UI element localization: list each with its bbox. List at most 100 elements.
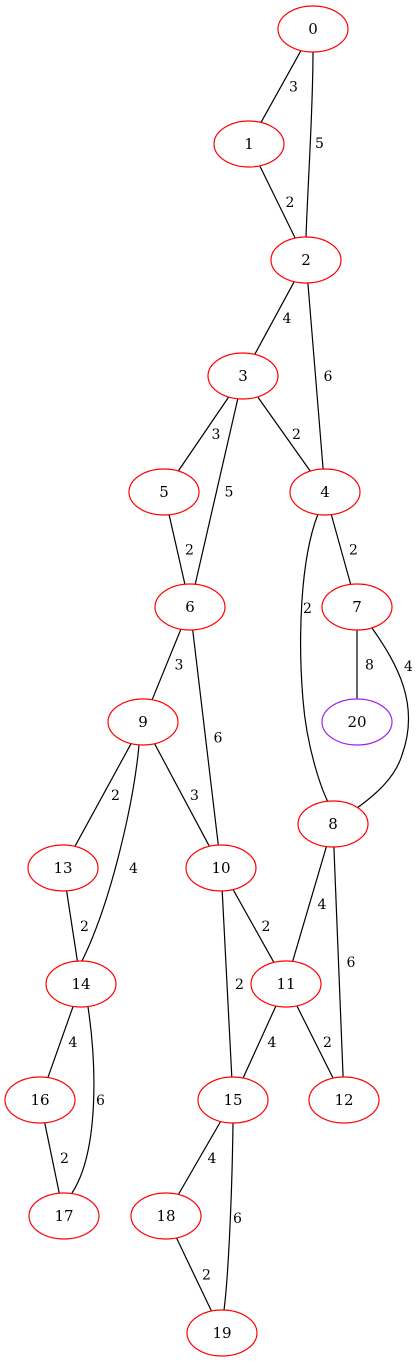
edge-5-6: [168, 514, 186, 585]
edge-weight-4-8: 2: [303, 601, 312, 617]
edge-8-12: [333, 846, 344, 1078]
node-12: 12: [308, 1076, 380, 1124]
node-13-ellipse: [27, 844, 99, 892]
node-8-label: 8: [328, 815, 338, 833]
node-16-ellipse: [4, 1076, 76, 1124]
edge-weight-11-12: 2: [323, 1035, 332, 1051]
edge-weight-9-10: 3: [190, 788, 199, 804]
edge-weight-14-17: 6: [96, 1093, 105, 1109]
edge-11-12: [296, 1005, 334, 1079]
edge-16-17: [44, 1122, 60, 1194]
node-2: 2: [270, 236, 342, 284]
node-12-label: 12: [334, 1091, 353, 1109]
edge-weight-2-3: 4: [283, 311, 292, 327]
node-9-label: 9: [138, 713, 148, 731]
edge-weight-3-4: 2: [292, 427, 301, 443]
edge-14-16: [47, 1006, 74, 1078]
edge-2-3: [254, 281, 295, 355]
node-8: 8: [297, 800, 369, 848]
node-6-ellipse: [154, 583, 226, 631]
node-0-label: 0: [308, 20, 318, 38]
node-6: 6: [154, 583, 226, 631]
edge-weight-6-10: 6: [214, 731, 223, 747]
edge-weight-0-2: 5: [315, 136, 324, 152]
node-11-label: 11: [276, 975, 295, 993]
edge-weight-15-18: 4: [208, 1151, 217, 1167]
node-3: 3: [207, 352, 279, 400]
edge-7-8: [356, 627, 410, 809]
edge-1-2: [259, 165, 296, 239]
node-7: 7: [321, 583, 393, 631]
edge-weight-10-11: 2: [262, 919, 271, 935]
edge-4-8: [300, 513, 329, 803]
edge-9-13: [74, 743, 132, 847]
node-2-label: 2: [301, 251, 311, 269]
edge-4-7: [330, 514, 352, 585]
edge-9-10: [154, 743, 210, 847]
node-10-ellipse: [185, 844, 257, 892]
edge-weight-7-8: 4: [404, 659, 413, 675]
edge-10-11: [232, 889, 275, 963]
edge-weight-8-12: 6: [347, 955, 356, 971]
node-14-ellipse: [45, 960, 117, 1008]
node-15-label: 15: [223, 1091, 242, 1109]
node-8-ellipse: [297, 800, 369, 848]
edge-3-4: [257, 396, 311, 472]
node-17-label: 17: [54, 1207, 73, 1225]
node-20-label: 20: [347, 713, 366, 731]
edge-weight-3-6: 5: [225, 485, 234, 501]
edge-0-1: [260, 50, 302, 123]
edge-weight-16-17: 2: [60, 1151, 69, 1167]
node-4: 4: [289, 468, 361, 516]
edge-weight-4-7: 2: [349, 543, 358, 559]
edge-13-14: [66, 890, 78, 962]
node-7-ellipse: [321, 583, 393, 631]
node-2-ellipse: [270, 236, 342, 284]
node-18: 18: [130, 1192, 202, 1240]
node-10: 10: [185, 844, 257, 892]
node-14: 14: [45, 960, 117, 1008]
node-5: 5: [128, 468, 200, 516]
edge-18-19: [175, 1237, 213, 1312]
edge-weight-3-5: 3: [212, 427, 221, 443]
node-16: 16: [4, 1076, 76, 1124]
edges-layer: [44, 50, 410, 1312]
edge-weight-9-14: 4: [129, 861, 138, 877]
edge-14-17: [71, 1006, 95, 1194]
node-19-ellipse: [186, 1309, 258, 1357]
edge-6-9: [151, 628, 182, 701]
node-5-ellipse: [128, 468, 200, 516]
node-18-label: 18: [156, 1207, 175, 1225]
edge-2-4: [307, 282, 324, 470]
node-3-ellipse: [207, 352, 279, 400]
node-20-ellipse: [321, 698, 393, 746]
node-5-label: 5: [159, 483, 169, 501]
node-15-ellipse: [197, 1076, 269, 1124]
edge-weight-14-16: 4: [69, 1035, 78, 1051]
edge-0-2: [305, 51, 314, 238]
node-1-label: 1: [244, 135, 254, 153]
node-18-ellipse: [130, 1192, 202, 1240]
node-19: 19: [186, 1309, 258, 1357]
node-16-label: 16: [30, 1091, 49, 1109]
edge-weight-8-11: 4: [318, 897, 327, 913]
edge-weight-15-19: 6: [233, 1211, 242, 1227]
node-4-ellipse: [289, 468, 361, 516]
node-9: 9: [107, 698, 179, 746]
edge-15-18: [177, 1121, 222, 1195]
node-17-ellipse: [28, 1192, 100, 1240]
node-12-ellipse: [308, 1076, 380, 1124]
node-13: 13: [27, 844, 99, 892]
node-9-ellipse: [107, 698, 179, 746]
node-20: 20: [321, 698, 393, 746]
node-19-label: 19: [212, 1324, 231, 1342]
edge-3-6: [194, 398, 239, 585]
node-3-label: 3: [238, 367, 248, 385]
edge-weight-2-4: 6: [324, 369, 333, 385]
edge-weight-6-9: 3: [175, 658, 184, 674]
node-0: 0: [277, 5, 349, 53]
node-10-label: 10: [211, 859, 230, 877]
node-1-ellipse: [213, 120, 285, 168]
